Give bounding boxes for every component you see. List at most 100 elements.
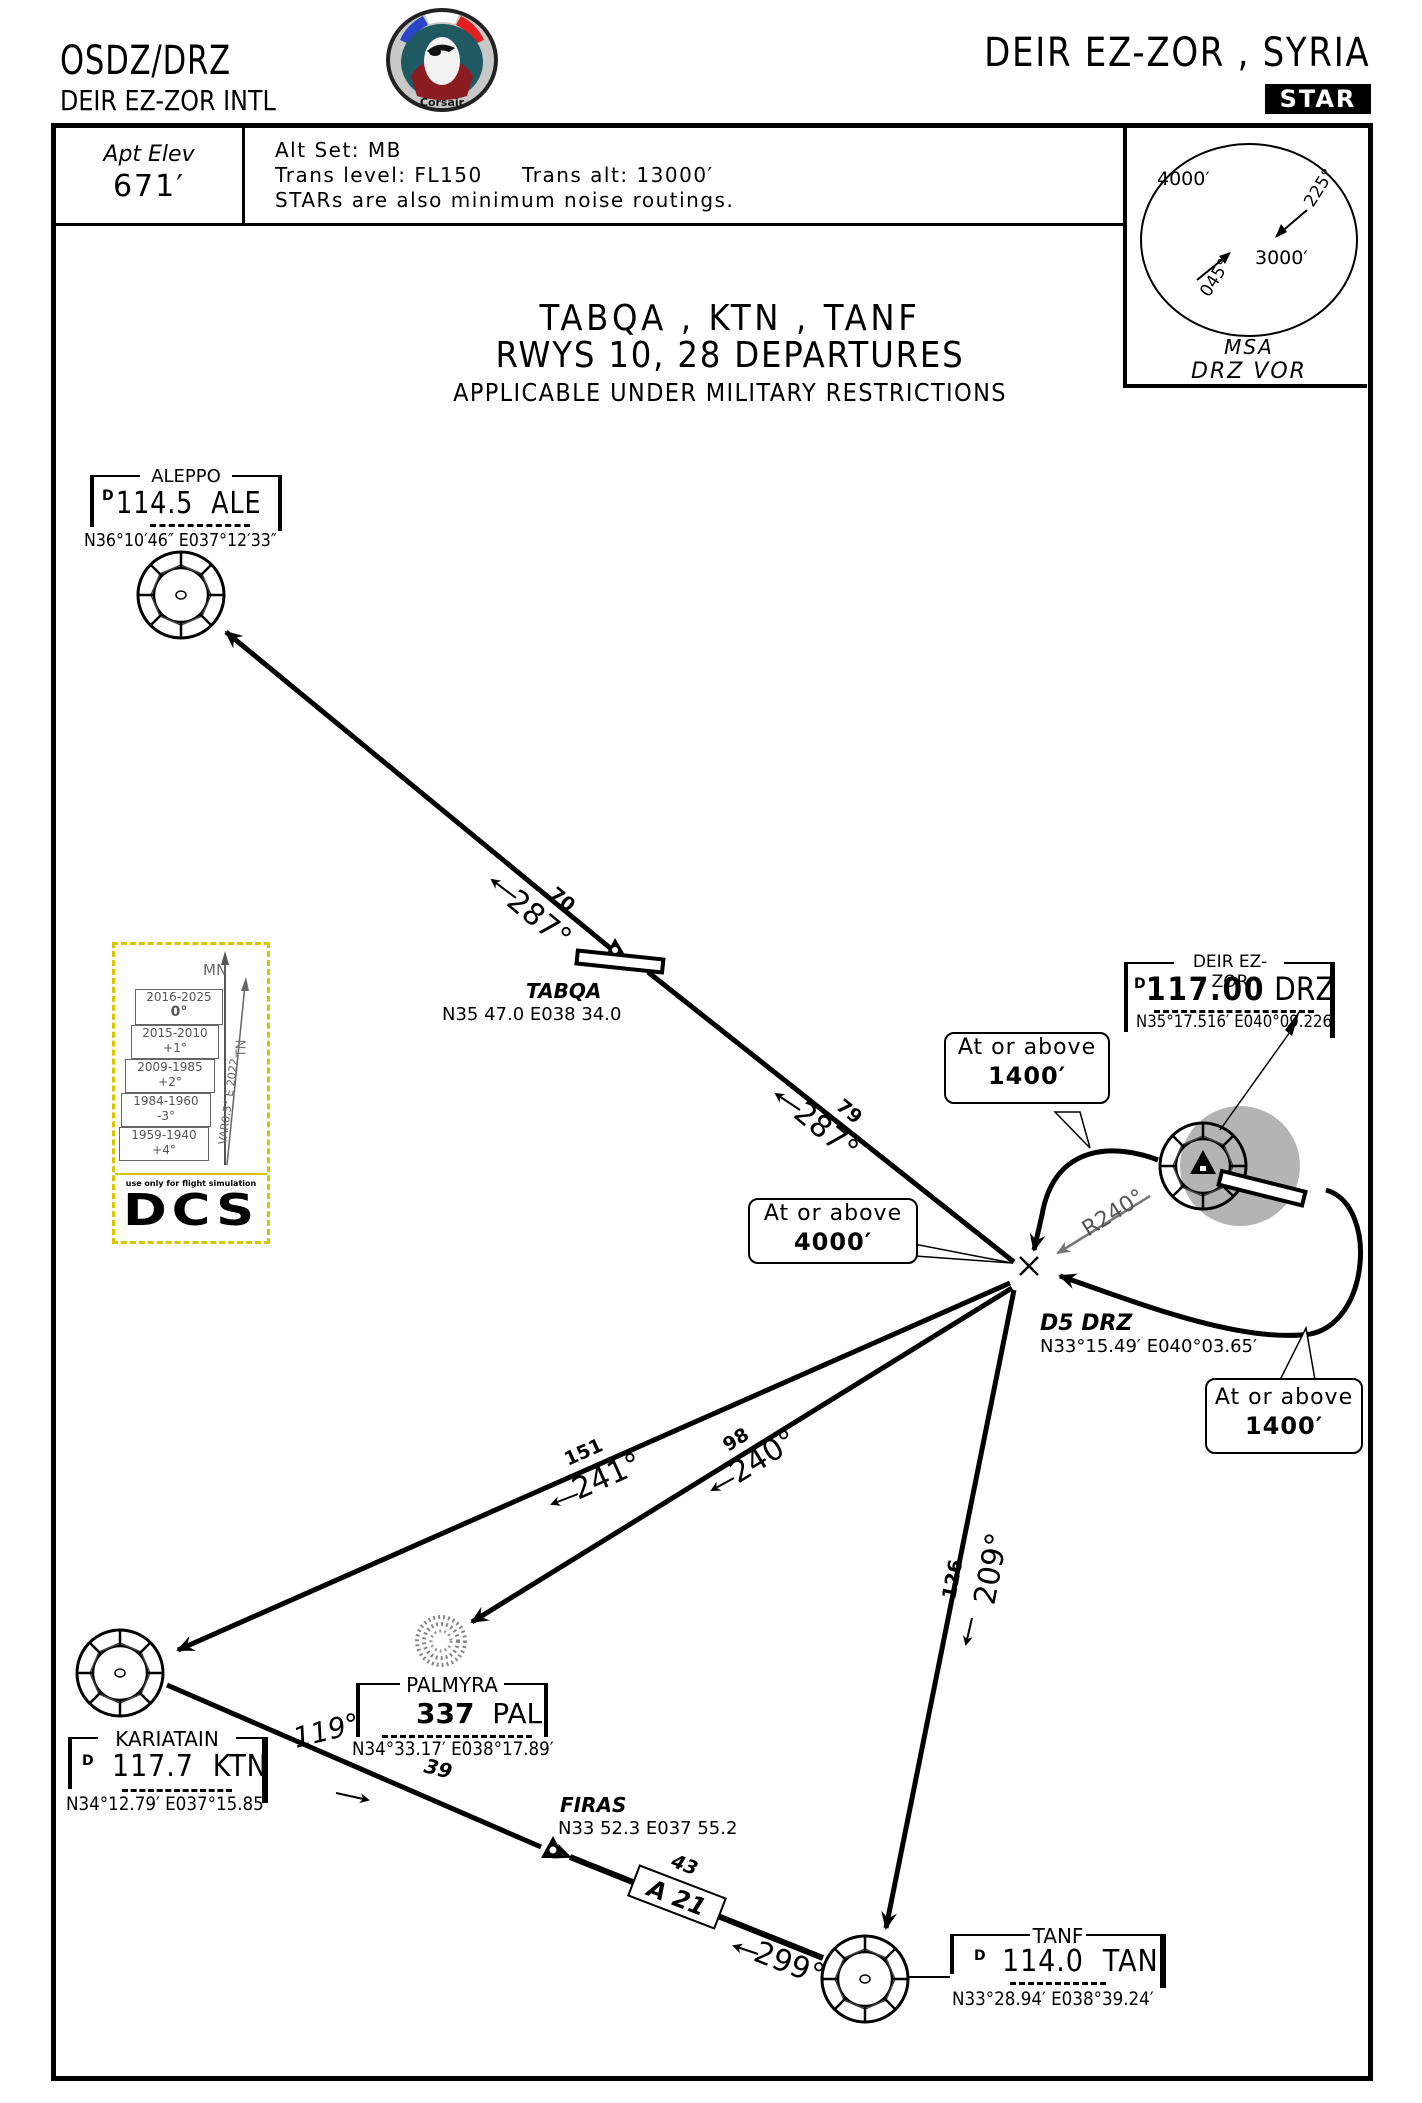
tanf-vor-icon[interactable] bbox=[820, 1934, 910, 2024]
title-line-2: RWYS 10, 28 DEPARTURES bbox=[495, 335, 965, 376]
palmyra-coord: N34°33.17′ E038°17.89′ bbox=[352, 1738, 554, 1760]
leg-d5-kariatain bbox=[176, 1280, 1012, 1653]
msa-arrow-head-225 bbox=[1275, 224, 1287, 238]
kariatain-vor-icon[interactable] bbox=[75, 1628, 165, 1718]
aleppo-vor-icon[interactable] bbox=[136, 550, 226, 640]
course-arrow-icon bbox=[774, 1092, 801, 1111]
callout-altitude: 1400′ bbox=[1244, 1412, 1324, 1440]
drz-ident: DRZ bbox=[1274, 970, 1335, 1008]
tanf-freq: 114.0 bbox=[1002, 1944, 1084, 1979]
morse-code-icon bbox=[1154, 1010, 1314, 1017]
morse-code-icon bbox=[150, 524, 250, 532]
callout-text: At or above bbox=[957, 1035, 1097, 1060]
leg-d5-tanf-dist: 126 bbox=[938, 1558, 967, 1601]
palmyra-ndb-icon[interactable] bbox=[415, 1615, 467, 1667]
msa-box: 4000′ 3000′ 225° 045° MSA DRZ VOR bbox=[1123, 128, 1367, 388]
palmyra-name: PALMYRA bbox=[406, 1673, 498, 1697]
callout-text: At or above bbox=[763, 1201, 903, 1226]
palmyra-navaid-box[interactable]: PALMYRA 337 PAL bbox=[356, 1673, 550, 1745]
noise-note: STARs are also minimum noise routings. bbox=[275, 188, 735, 212]
drz-freq: 117.00 bbox=[1146, 970, 1266, 1008]
airway-box: A 21 bbox=[627, 1864, 727, 1930]
alt-set: Alt Set: MB bbox=[275, 138, 402, 162]
tabqa-runway-icon bbox=[574, 948, 666, 975]
aleppo-freq: 114.5 bbox=[116, 486, 194, 521]
dme-indicator: D bbox=[974, 1948, 986, 1964]
msa-arrow-head-045 bbox=[1219, 252, 1231, 264]
leg-tabqa-aleppo bbox=[224, 630, 617, 954]
kariatain-freq: 117.7 bbox=[112, 1749, 194, 1784]
aleppo-coord: N36°10′46″ E037°12′33″ bbox=[84, 530, 277, 551]
leg-firas-tanf-dist: 43 bbox=[667, 1850, 701, 1880]
course-arrow-icon bbox=[490, 878, 517, 899]
title-line-3: APPLICABLE UNDER MILITARY RESTRICTIONS bbox=[453, 378, 1007, 407]
firas-name: FIRAS bbox=[560, 1793, 626, 1817]
magnetic-north-label: MN bbox=[203, 961, 228, 979]
leg-d5-palmyra bbox=[470, 1285, 1014, 1625]
dme-indicator: D bbox=[1134, 976, 1146, 992]
airport-elevation-cell: Apt Elev 671′ bbox=[56, 128, 245, 223]
info-row bbox=[56, 128, 1123, 226]
aleppo-navaid-box[interactable]: ALEPPO D 114.5 ALE bbox=[90, 466, 284, 542]
altimeter-info: Alt Set: MB Trans level: FL150 Trans alt… bbox=[275, 138, 734, 213]
d5-drz-fix-icon[interactable] bbox=[1019, 1256, 1039, 1276]
loop-bottom bbox=[1058, 1187, 1363, 1338]
aleppo-name: ALEPPO bbox=[151, 466, 221, 487]
magvar-entry: 2015-2010+1° bbox=[131, 1025, 219, 1059]
d5-drz-coord: N33°15.49′ E040°03.65′ bbox=[1040, 1336, 1257, 1357]
kariatain-ident: KTN bbox=[212, 1749, 268, 1784]
dme-indicator: D bbox=[102, 488, 114, 504]
tanf-navaid-box[interactable]: TANF D 114.0 TAN bbox=[950, 1924, 1168, 1996]
kariatain-coord: N34°12.79′ E037°15.85′ bbox=[66, 1793, 268, 1815]
magvar-entry: 2009-1985+2° bbox=[125, 1059, 215, 1093]
dcs-logo-text: DCS bbox=[122, 1185, 259, 1236]
palmyra-freq: 337 bbox=[416, 1697, 475, 1730]
dme-indicator: D bbox=[82, 1753, 94, 1769]
kariatain-navaid-box[interactable]: KARIATAIN D 117.7 KTN bbox=[68, 1727, 268, 1805]
dcs-note: use only for flight simulation bbox=[125, 1179, 257, 1188]
leg-d5-tabqa bbox=[646, 970, 1016, 1264]
apt-elev-label: Apt Elev bbox=[103, 142, 195, 167]
callout-text: At or above bbox=[1214, 1385, 1354, 1410]
city-title: DEIR EZ-ZOR , SYRIA bbox=[983, 30, 1370, 76]
apt-elev-value: 671′ bbox=[112, 169, 186, 204]
drz-airport-icon bbox=[1190, 1150, 1216, 1174]
course-arrow-icon bbox=[710, 1477, 735, 1491]
drz-coord: N35°17.516′ E040°09.226′ bbox=[1136, 1012, 1336, 1032]
drz-leader-line bbox=[1219, 1024, 1296, 1131]
aleppo-ident: ALE bbox=[211, 486, 262, 521]
palmyra-ident: PAL bbox=[492, 1697, 543, 1730]
magvar-entry: 1959-1940+4° bbox=[119, 1127, 209, 1161]
airport-id: OSDZ/DRZ bbox=[60, 38, 231, 84]
magvar-entry: 1984-1960-3° bbox=[121, 1093, 211, 1127]
kariatain-name: KARIATAIN bbox=[115, 1727, 219, 1751]
drz-name: DEIR EZ-ZOR bbox=[1192, 952, 1268, 992]
morse-code-icon bbox=[382, 1735, 532, 1742]
altitude-callout-d5: At or above 4000′ bbox=[748, 1198, 918, 1264]
msa-label: MSA bbox=[1224, 335, 1274, 359]
drz-navaid-box[interactable]: DEIR EZ-ZOR D 117.00 DRZ bbox=[1124, 952, 1336, 1038]
tanf-coord: N33°28.94′ E038°39.24′ bbox=[952, 1988, 1154, 2010]
msa-sector-nw: 4000′ bbox=[1157, 168, 1210, 190]
logo-text: Corsair bbox=[420, 96, 465, 109]
msa-sector-se: 3000′ bbox=[1255, 247, 1308, 269]
course-arrow-icon bbox=[962, 1617, 973, 1646]
drz-runway-icon bbox=[1216, 1168, 1308, 1208]
dcs-logo: use only for flight simulation DCS bbox=[115, 1173, 267, 1243]
tabqa-coord: N35 47.0 E038 34.0 bbox=[442, 1004, 621, 1025]
leg-d5-tanf bbox=[881, 1289, 1017, 1930]
tabqa-waypoint-icon[interactable] bbox=[606, 938, 625, 955]
callout-altitude: 1400′ bbox=[987, 1062, 1067, 1090]
chart-frame bbox=[51, 123, 1373, 2081]
firas-coord: N33 52.3 E037 55.2 bbox=[558, 1818, 737, 1839]
leg-d5-tanf-course: 209° bbox=[967, 1530, 1015, 1608]
morse-code-icon bbox=[122, 1789, 232, 1796]
d5-drz-name: D5 DRZ bbox=[1040, 1311, 1133, 1336]
chart-type-badge: STAR bbox=[1265, 84, 1371, 114]
tabqa-name: TABQA bbox=[526, 979, 601, 1003]
course-arrow-icon bbox=[550, 1493, 579, 1506]
callout-tail-top bbox=[1053, 1111, 1091, 1149]
msa-reference: DRZ VOR bbox=[1191, 359, 1307, 384]
tanf-name: TANF bbox=[1032, 1924, 1084, 1948]
